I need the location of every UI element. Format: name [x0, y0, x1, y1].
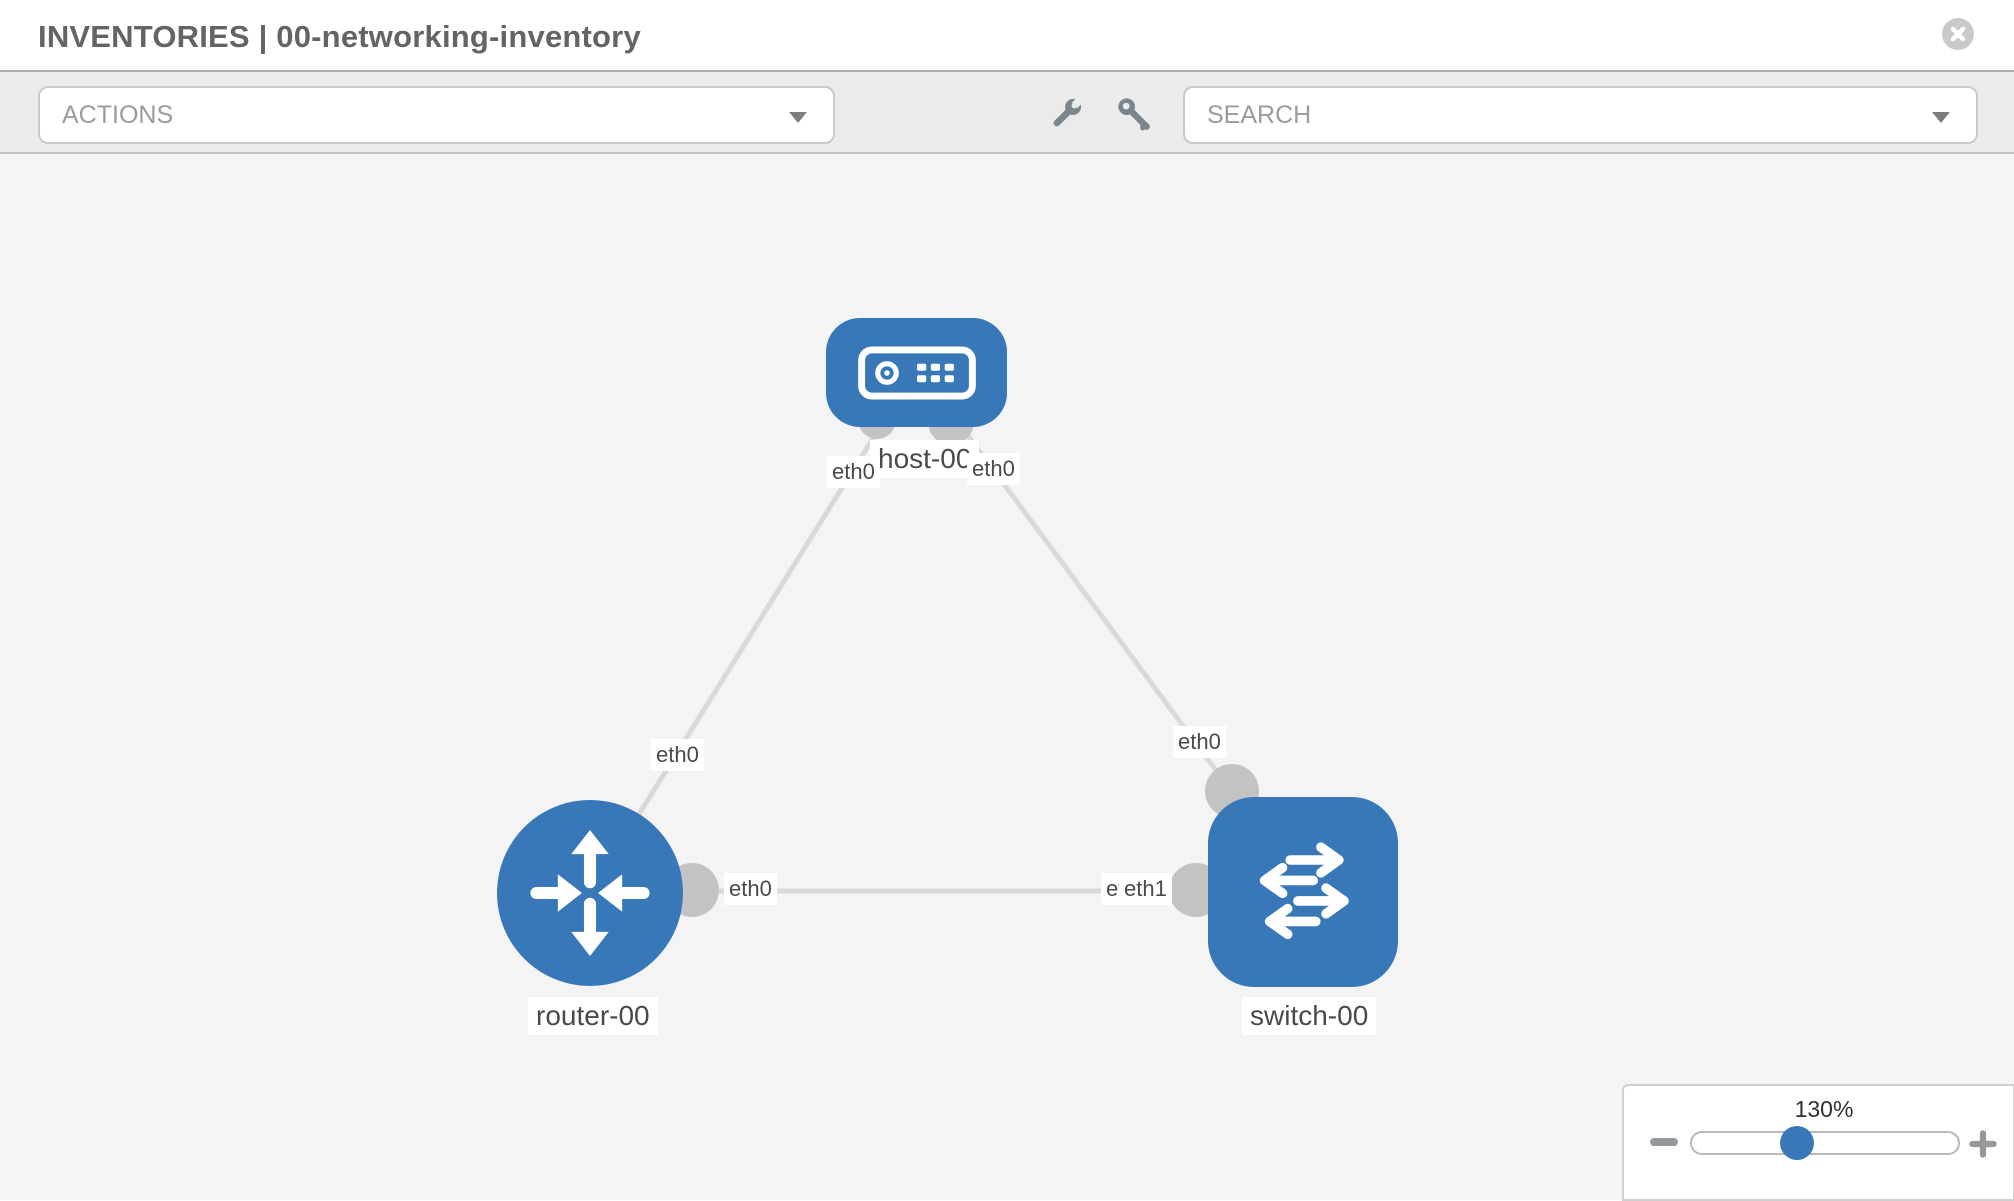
zoom-level: 130% [1794, 1096, 1854, 1122]
header: INVENTORIES | 00-networking-inventory [0, 0, 2014, 70]
switch-icon [1259, 842, 1349, 940]
actions-dropdown[interactable]: ACTIONS [38, 86, 835, 144]
toolbar: ACTIONS SEARCH [0, 70, 2014, 154]
host-icon [857, 345, 976, 400]
close-button[interactable] [1942, 18, 1974, 50]
topology-canvas[interactable]: host-00 router-00 switch-00 eth0 eth0 et… [0, 154, 2014, 1200]
zoom-out-button[interactable] [1650, 1138, 1678, 1146]
router-icon [530, 830, 650, 956]
zoom-slider-track[interactable] [1690, 1131, 1960, 1155]
search-dropdown[interactable]: SEARCH [1183, 86, 1978, 144]
node-switch-00[interactable] [1208, 797, 1398, 987]
node-label-switch: switch-00 [1242, 997, 1377, 1035]
chevron-down-icon [1932, 112, 1950, 123]
interface-label-host-eth0-left: eth0 [827, 456, 880, 488]
node-label-host: host-00 [870, 440, 980, 478]
interface-label-router-eth0-uplink: eth0 [651, 739, 704, 771]
key-icon[interactable] [1114, 94, 1154, 134]
close-icon [1950, 26, 1966, 42]
chevron-down-icon [789, 112, 807, 123]
zoom-in-button[interactable] [1968, 1129, 1998, 1159]
search-dropdown-label: SEARCH [1207, 101, 1312, 129]
wrench-icon[interactable] [1046, 94, 1086, 134]
node-label-router: router-00 [528, 997, 658, 1035]
page-title: INVENTORIES | 00-networking-inventory [38, 19, 641, 54]
interface-label-router-eth0: eth0 [724, 873, 777, 905]
interface-label-host-eth0-right: eth0 [967, 453, 1020, 485]
node-router-00[interactable] [497, 800, 683, 986]
interface-label-switch-eth0: eth0 [1173, 726, 1226, 758]
node-host-00[interactable] [826, 318, 1007, 427]
topology-links-layer [587, 399, 1259, 917]
actions-dropdown-label: ACTIONS [62, 101, 174, 129]
zoom-slider-thumb[interactable] [1780, 1126, 1814, 1160]
zoom-panel: 130% [1622, 1084, 2014, 1201]
interface-label-switch-eth1: eth1 [1119, 873, 1172, 905]
